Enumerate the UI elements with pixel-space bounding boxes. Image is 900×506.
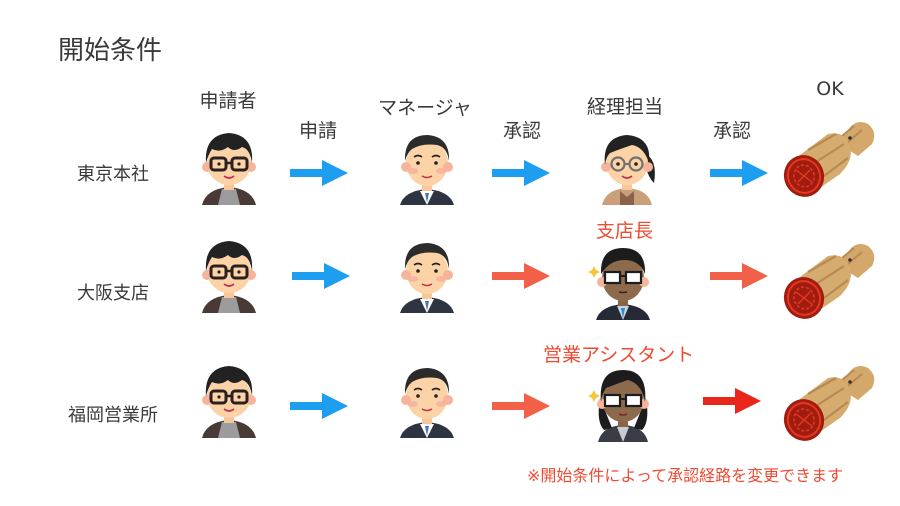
- arrow-right-icon: [703, 388, 761, 414]
- approver-label-branch-manager: 支店長: [596, 220, 654, 242]
- row-label-tokyo: 東京本社: [77, 164, 149, 185]
- arrow-right-icon: [492, 393, 550, 419]
- applicant-avatar: [194, 358, 264, 438]
- arrow-right-icon: [292, 263, 350, 289]
- column-header-applicant: 申請者: [199, 90, 257, 112]
- branch-manager-avatar: [588, 240, 658, 320]
- hanko-stamp-icon: [778, 112, 878, 202]
- accounting-avatar: [592, 125, 662, 205]
- manager-avatar: [392, 233, 462, 313]
- hanko-stamp-icon: [778, 234, 878, 324]
- page-title: 開始条件: [58, 36, 163, 66]
- arrow-right-icon: [710, 263, 768, 289]
- column-header-accounting: 経理担当: [586, 96, 663, 118]
- manager-avatar: [392, 358, 462, 438]
- manager-avatar: [392, 125, 462, 205]
- arrow-right-icon: [290, 393, 348, 419]
- sales-assistant-avatar: [588, 362, 658, 442]
- applicant-avatar: [194, 233, 264, 313]
- approver-label-sales-assistant: 営業アシスタント: [543, 344, 695, 366]
- action-label-approve-2: 承認: [712, 120, 751, 142]
- action-label-apply: 申請: [298, 120, 337, 142]
- arrow-right-icon: [710, 160, 768, 186]
- column-header-manager: マネージャ: [378, 97, 472, 119]
- hanko-stamp-icon: [778, 356, 878, 446]
- arrow-right-icon: [492, 160, 550, 186]
- arrow-right-icon: [290, 160, 348, 186]
- row-label-fukuoka: 福岡営業所: [68, 405, 158, 426]
- arrow-right-icon: [492, 263, 550, 289]
- column-header-ok: OK: [816, 78, 844, 100]
- action-label-approve-1: 承認: [502, 120, 541, 142]
- row-label-osaka: 大阪支店: [77, 283, 149, 304]
- applicant-avatar: [194, 125, 264, 205]
- footnote: ※開始条件によって承認経路を変更できます: [527, 466, 844, 485]
